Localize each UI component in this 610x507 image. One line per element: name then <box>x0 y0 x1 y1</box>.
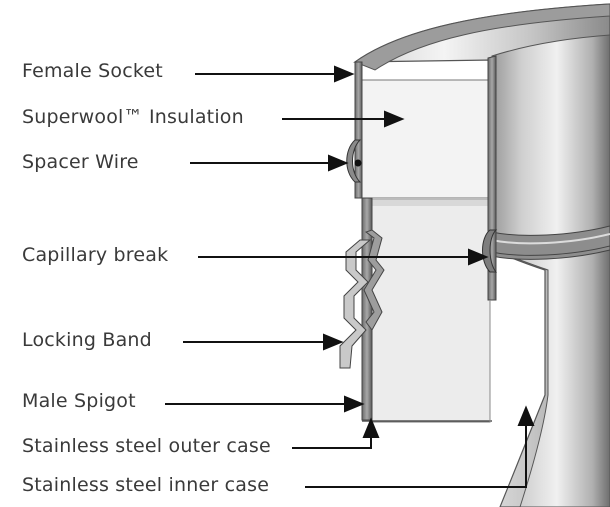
arrowhead-outer-case <box>362 417 380 438</box>
spacer-wire-dot <box>354 159 362 167</box>
arrowhead-female-socket <box>334 65 355 83</box>
label-spacer-wire: Spacer Wire <box>22 151 139 173</box>
arrow-inner-case <box>305 424 527 488</box>
arrowhead-insulation <box>384 110 405 128</box>
label-insulation: Superwool™ Insulation <box>22 106 244 128</box>
arrowhead-capillary-break <box>468 248 489 266</box>
arrowhead-spacer-wire <box>328 154 349 172</box>
spacer-wire-bump <box>346 139 362 183</box>
spigot-top-edge <box>372 200 490 206</box>
arrowhead-locking-band <box>323 333 344 351</box>
spigot-crimp <box>363 229 385 331</box>
arrowhead-male-spigot <box>344 395 365 413</box>
arrowhead-inner-case <box>517 405 535 426</box>
arrow-outer-case <box>292 436 372 449</box>
callout-arrows <box>165 65 535 488</box>
inner-liner <box>491 34 610 507</box>
label-locking-band: Locking Band <box>22 329 152 351</box>
label-inner-case: Stainless steel inner case <box>22 474 270 496</box>
insulation-upper <box>361 79 491 199</box>
label-male-spigot: Male Spigot <box>22 390 136 412</box>
label-female-socket: Female Socket <box>22 60 163 82</box>
capillary-break-fold <box>482 229 498 273</box>
label-outer-case: Stainless steel outer case <box>22 435 271 457</box>
male-spigot-body <box>371 199 491 423</box>
locking-band <box>339 239 372 369</box>
label-capillary-break: Capillary break <box>22 244 169 266</box>
